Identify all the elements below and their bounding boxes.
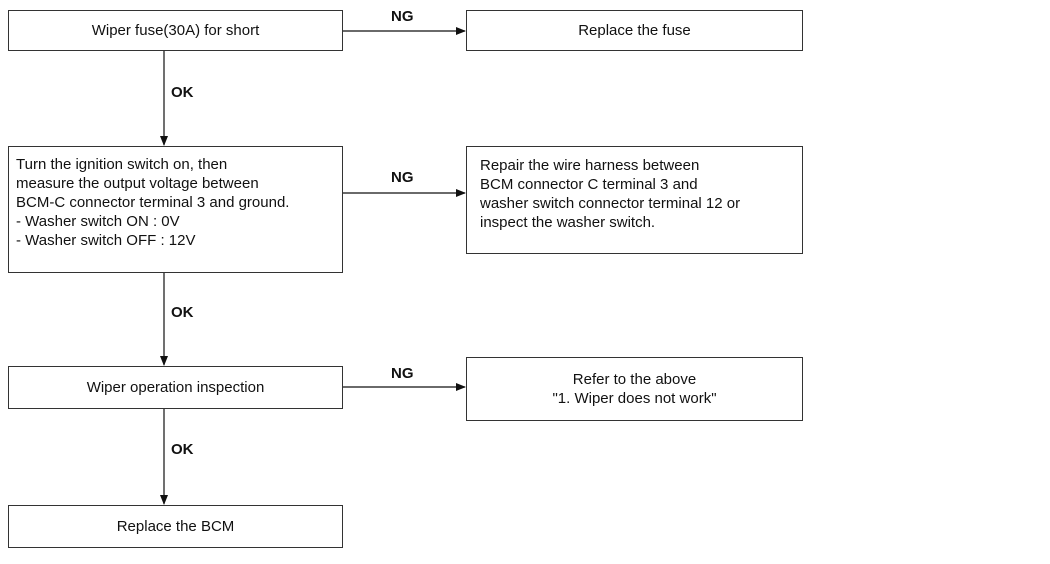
voltage-check-line: BCM-C connector terminal 3 and ground.	[16, 194, 290, 211]
replace-bcm-text: Replace the BCM	[116, 518, 235, 535]
voltage-check-box: Turn the ignition switch on, then measur…	[8, 146, 343, 273]
ng-label-3: NG	[391, 365, 414, 382]
refer-above-box: Refer to the above "1. Wiper does not wo…	[466, 357, 803, 421]
wiper-inspection-text: Wiper operation inspection	[86, 379, 265, 396]
voltage-check-line: - Washer switch ON : 0V	[16, 213, 180, 230]
repair-harness-box: Repair the wire harness between BCM conn…	[466, 146, 803, 254]
wiper-inspection-box: Wiper operation inspection	[8, 366, 343, 409]
replace-fuse-text: Replace the fuse	[578, 22, 691, 39]
repair-harness-line: inspect the washer switch.	[480, 214, 656, 231]
replace-fuse-box: Replace the fuse	[466, 10, 803, 51]
repair-harness-line: washer switch connector terminal 12 or	[480, 195, 741, 212]
ok-label-2: OK	[171, 304, 194, 321]
ng-label-1: NG	[391, 8, 414, 25]
replace-bcm-box: Replace the BCM	[8, 505, 343, 548]
ng-label-2: NG	[391, 169, 414, 186]
repair-harness-line: BCM connector C terminal 3 and	[480, 176, 698, 193]
ok-label-3: OK	[171, 441, 194, 458]
refer-above-line: Refer to the above	[572, 371, 697, 388]
voltage-check-line: Turn the ignition switch on, then	[16, 156, 228, 173]
fuse-check-text: Wiper fuse(30A) for short	[91, 22, 260, 39]
voltage-check-line: - Washer switch OFF : 12V	[16, 232, 196, 249]
fuse-check-box: Wiper fuse(30A) for short	[8, 10, 343, 51]
voltage-check-line: measure the output voltage between	[16, 175, 259, 192]
repair-harness-line: Repair the wire harness between	[480, 157, 700, 174]
refer-above-line: "1. Wiper does not work"	[552, 390, 717, 407]
ok-label-1: OK	[171, 84, 194, 101]
